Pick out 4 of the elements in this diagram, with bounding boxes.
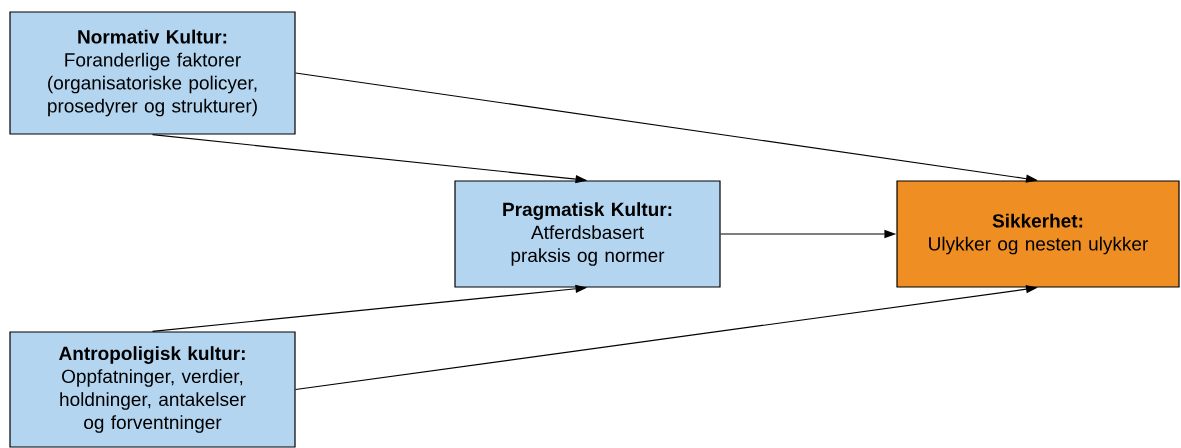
text-box: Pragmatisk Kultur: Atferdsbasert praksis og normer bbox=[454, 180, 721, 288]
text-box: Sikkerhet: Ulykker og nesten ulykker bbox=[896, 180, 1180, 288]
text-box: Antropoligisk kultur: Oppfatninger, verdier, holdninger, antakelser og forventninger bbox=[9, 331, 296, 448]
text-box: Normativ Kultur: Foranderlige faktorer (organisatoriske policyer, prosedyrer og strukturer) bbox=[9, 11, 296, 135]
